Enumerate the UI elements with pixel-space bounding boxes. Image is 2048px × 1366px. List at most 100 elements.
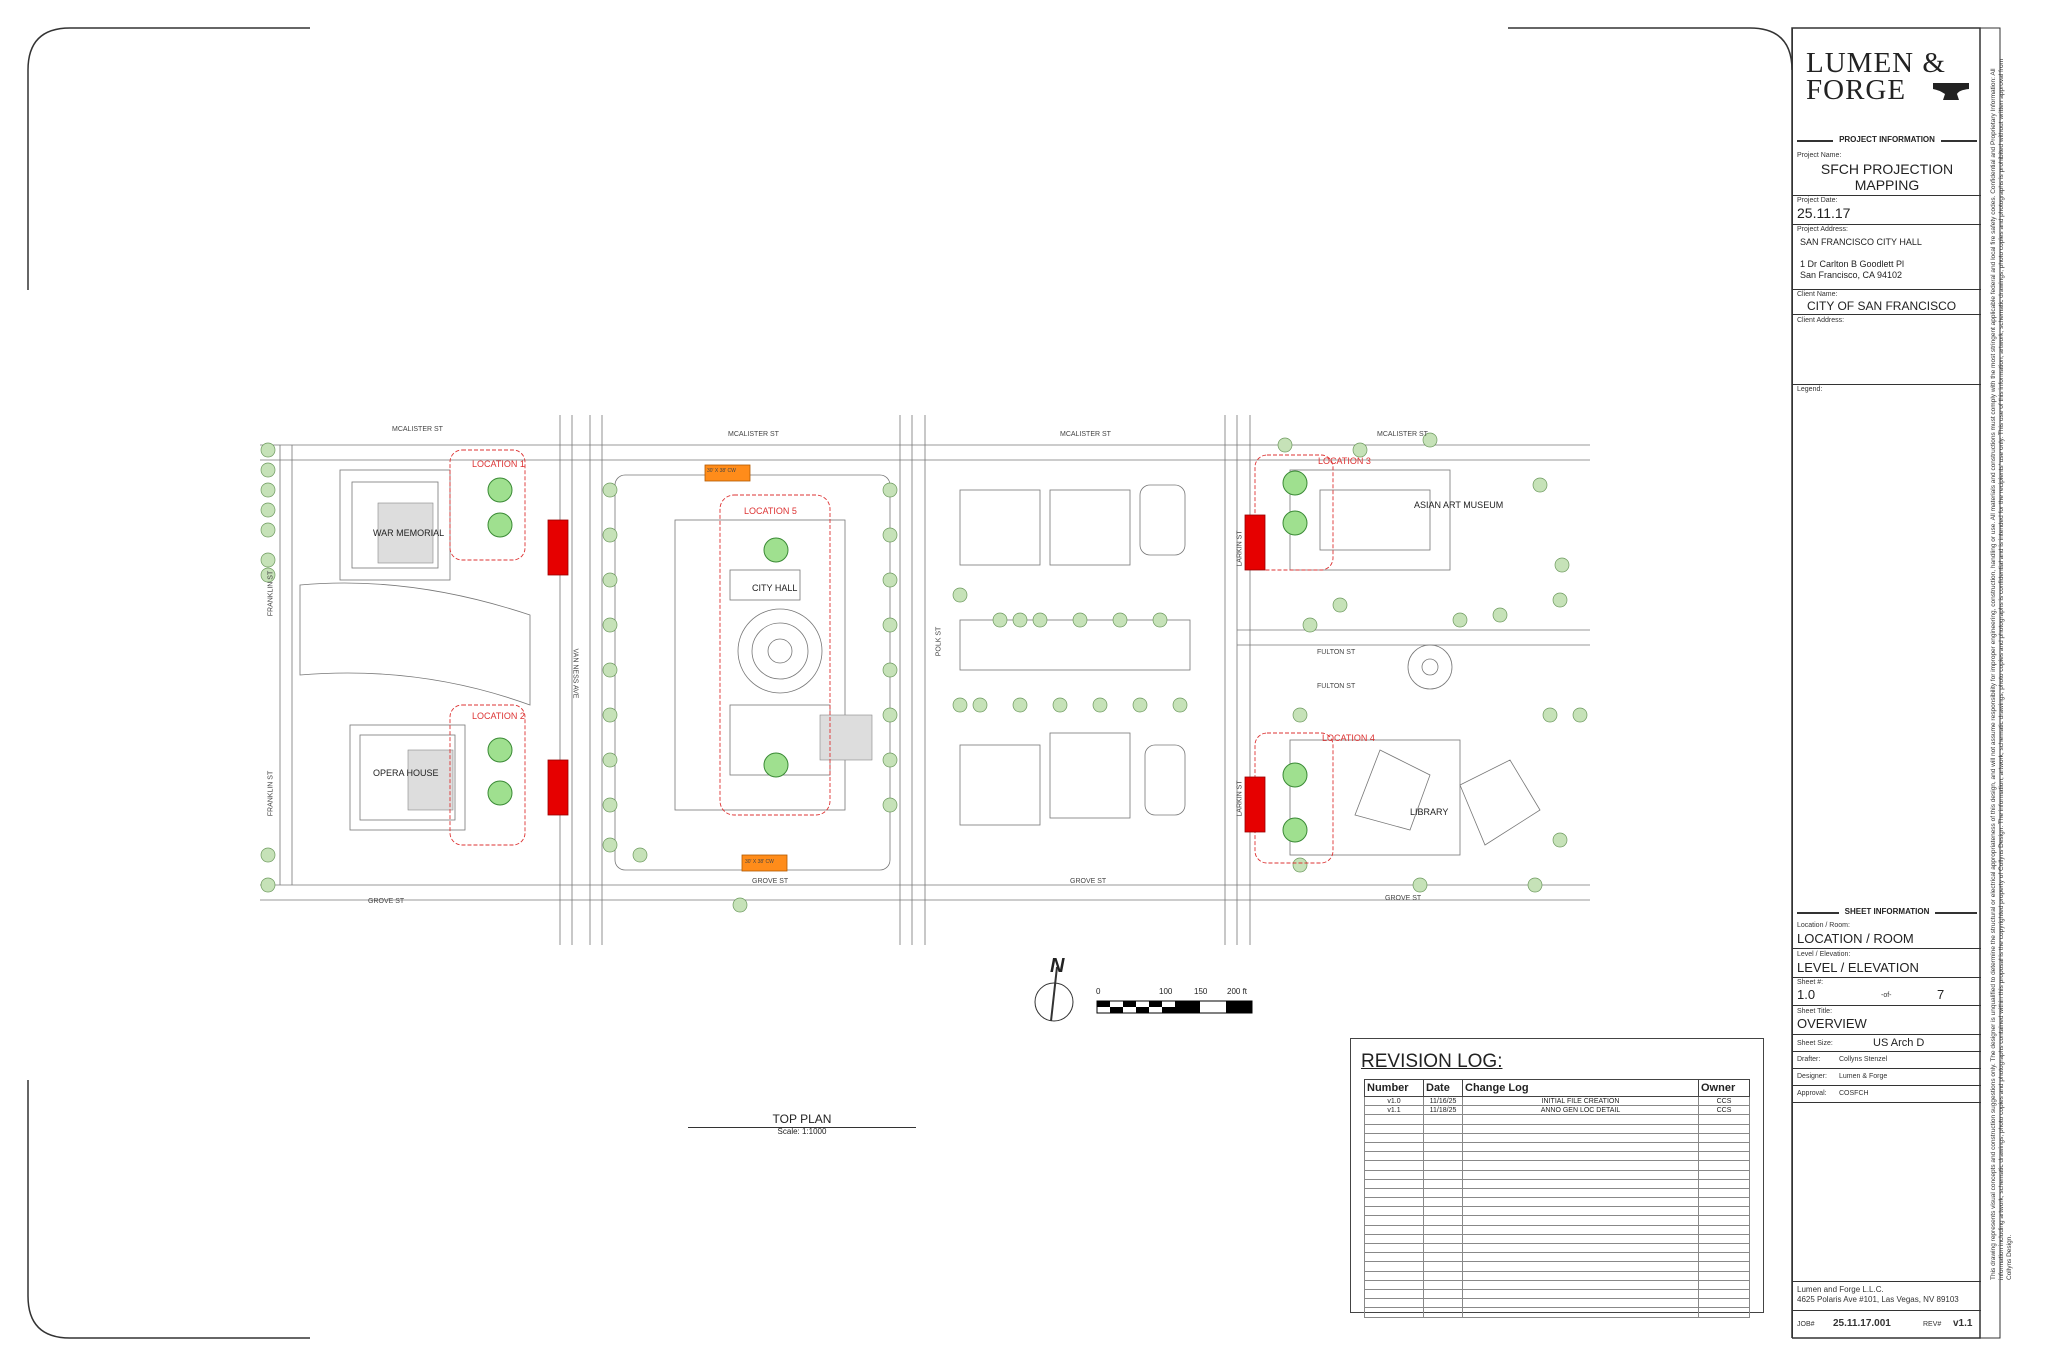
- tree-icon: [1292, 707, 1308, 723]
- drafter-label: Drafter:: [1797, 1056, 1821, 1063]
- table-cell: [1698, 1252, 1750, 1263]
- tree-icon: [972, 697, 988, 713]
- table-cell: [1462, 1197, 1699, 1208]
- table-cell: [1462, 1279, 1699, 1290]
- project-info-heading: PROJECT INFORMATION: [1797, 135, 1977, 147]
- tree-icon: [1072, 612, 1088, 628]
- table-cell: [1423, 1141, 1463, 1153]
- table-cell: [1698, 1123, 1750, 1134]
- address-line-3: San Francisco, CA 94102: [1800, 270, 1903, 280]
- table-row: [1364, 1151, 1750, 1162]
- table-row: [1364, 1114, 1750, 1125]
- table-cell: [1698, 1279, 1750, 1290]
- table-cell: [1462, 1298, 1699, 1309]
- table-cell: [1698, 1169, 1750, 1180]
- anvil-icon: [1933, 83, 1969, 100]
- disclaimer-text: This drawing represents visual concepts …: [1990, 58, 2013, 1280]
- table-cell: [1364, 1298, 1424, 1309]
- plan-scale: Scale: 1:1000: [777, 1127, 827, 1136]
- building-label-asian-art-museum: ASIAN ART MUSEUM: [1414, 500, 1504, 510]
- table-cell: [1462, 1224, 1699, 1235]
- project-name: SFCH PROJECTION MAPPING: [1820, 161, 1954, 193]
- table-row: [1364, 1233, 1750, 1245]
- tree-icon: [1012, 697, 1028, 713]
- table-cell: [1462, 1261, 1699, 1272]
- table-cell: [1698, 1298, 1750, 1309]
- table-cell: [1698, 1233, 1750, 1245]
- tree-icon: [1527, 877, 1543, 893]
- table-cell: [1698, 1206, 1750, 1217]
- tree-icon: [260, 502, 276, 518]
- table-cell: [1364, 1288, 1424, 1300]
- location-label-5: LOCATION 5: [744, 506, 797, 516]
- logo-line-1: LUMEN &: [1806, 47, 1946, 79]
- table-row: [1364, 1242, 1750, 1254]
- table-cell: [1423, 1298, 1463, 1309]
- scale-label-150: 150: [1194, 987, 1208, 996]
- table-cell: [1423, 1114, 1463, 1125]
- table-cell: [1364, 1132, 1424, 1143]
- tree-icon: [1032, 612, 1048, 628]
- legend-label: Legend:: [1797, 386, 1823, 393]
- approval-label: Approval:: [1797, 1090, 1827, 1097]
- sheet-num: 1.0: [1797, 987, 1816, 1002]
- plan-title: TOP PLAN: [688, 1112, 916, 1128]
- table-cell: [1423, 1206, 1463, 1217]
- table-cell: [1698, 1114, 1750, 1125]
- tree-icon: [1292, 857, 1308, 873]
- tree-icon: [602, 797, 618, 813]
- tree-icon: [1132, 697, 1148, 713]
- table-cell: [1462, 1169, 1699, 1180]
- table-cell: [1698, 1288, 1750, 1300]
- building-label-opera-house: OPERA HOUSE: [373, 768, 439, 778]
- tree-icon: [992, 612, 1008, 628]
- table-cell: [1423, 1252, 1463, 1263]
- tree-icon: [1152, 612, 1168, 628]
- tree-icon: [882, 662, 898, 678]
- col-date: Date: [1423, 1079, 1463, 1097]
- scale-label-0: 0: [1096, 987, 1101, 996]
- tree-icon: [260, 877, 276, 893]
- table-row: [1364, 1261, 1750, 1272]
- building-label-city-hall: CITY HALL: [752, 583, 798, 593]
- street-label-mcalister-1: MCALISTER ST: [392, 426, 443, 433]
- company-name: Lumen and Forge L.L.C.: [1797, 1285, 1884, 1294]
- job-label: JOB#: [1797, 1321, 1815, 1328]
- street-label-mcalister-3: MCALISTER ST: [1060, 431, 1111, 438]
- designer-value: Lumen & Forge: [1839, 1073, 1888, 1080]
- table-cell: [1462, 1215, 1699, 1226]
- table-cell: [1698, 1197, 1750, 1208]
- rev-number: v1.1: [1953, 1318, 1973, 1329]
- table-cell: [1364, 1279, 1424, 1290]
- table-cell: [1364, 1123, 1424, 1134]
- table-cell: [1462, 1114, 1699, 1125]
- table-cell: [1698, 1307, 1750, 1318]
- scale-bar: [1096, 1000, 1253, 1014]
- tree-icon: [882, 797, 898, 813]
- table-cell: [1698, 1242, 1750, 1254]
- tree-icon: [1542, 707, 1558, 723]
- tree-icon: [882, 527, 898, 543]
- table-cell: [1364, 1242, 1424, 1254]
- table-cell: [1423, 1224, 1463, 1235]
- table-cell: CCS: [1698, 1095, 1750, 1107]
- table-cell: [1423, 1307, 1463, 1318]
- table-cell: v1.0: [1364, 1095, 1424, 1107]
- table-cell: [1698, 1261, 1750, 1272]
- rev-label: REV#: [1923, 1321, 1942, 1328]
- tree-icon: [1352, 442, 1368, 458]
- table-cell: [1364, 1206, 1424, 1217]
- table-row: [1364, 1178, 1750, 1189]
- client-name: CITY OF SAN FRANCISCO: [1807, 299, 1957, 313]
- location-label-2: LOCATION 2: [472, 711, 525, 721]
- table-cell: [1423, 1215, 1463, 1226]
- table-cell: [1462, 1123, 1699, 1134]
- tree-icon: [882, 752, 898, 768]
- tree-icon: [1572, 707, 1588, 723]
- table-cell: [1364, 1261, 1424, 1272]
- table-cell: [1462, 1178, 1699, 1189]
- table-cell: [1462, 1151, 1699, 1162]
- tree-icon: [1452, 612, 1468, 628]
- table-cell: [1462, 1132, 1699, 1143]
